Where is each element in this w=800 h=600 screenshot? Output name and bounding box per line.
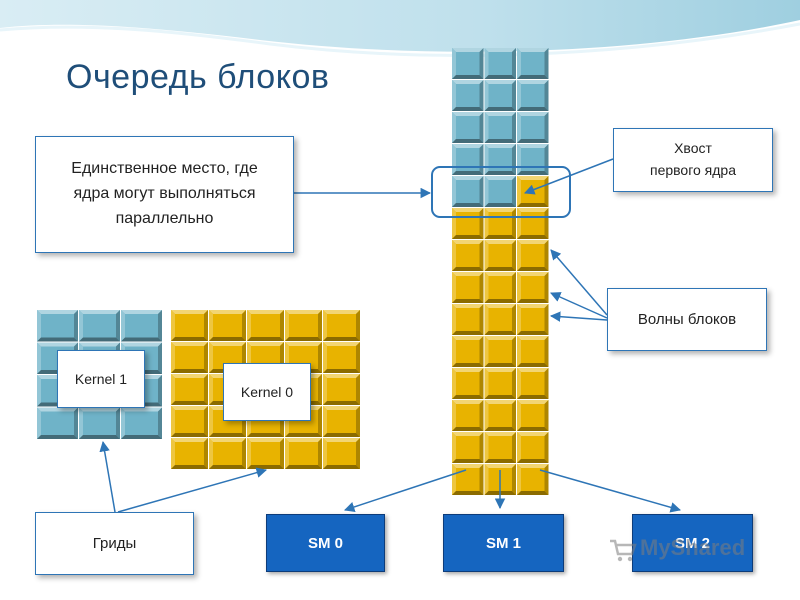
- queue-block-yellow: [517, 272, 549, 303]
- parallel-region-highlight: [431, 166, 571, 218]
- queue-block-yellow: [452, 464, 484, 495]
- kernel0-label: Kernel 0: [223, 363, 311, 421]
- queue-block-yellow: [517, 432, 549, 463]
- queue-block-yellow: [452, 208, 484, 239]
- kernel0-block: [323, 438, 360, 469]
- queue-block-yellow: [517, 240, 549, 271]
- kernel1-block: [121, 310, 162, 342]
- kernel1-block: [37, 310, 78, 342]
- kernel1-label: Kernel 1: [57, 350, 145, 408]
- queue-block-blue: [452, 176, 484, 207]
- queue-block-yellow: [452, 400, 484, 431]
- callout-tail-line-2: первого ядра: [649, 162, 737, 178]
- queue-block-blue: [484, 80, 516, 111]
- kernel1-block: [37, 407, 78, 439]
- queue-block-blue: [517, 80, 549, 111]
- kernel0-block: [247, 438, 284, 469]
- queue-block-yellow: [452, 368, 484, 399]
- kernel1-block: [79, 310, 120, 342]
- queue-block-yellow: [484, 432, 516, 463]
- arrow-waves-1: [550, 249, 608, 316]
- kernel0-block: [171, 406, 208, 437]
- queue-block-yellow: [484, 368, 516, 399]
- watermark-cart-icon: [610, 539, 637, 562]
- callout-parallel-execution: Единственное место, где ядра могут выпол…: [35, 136, 294, 253]
- queue-block-blue: [452, 48, 484, 79]
- kernel0-block: [323, 310, 360, 341]
- arrow-waves-3: [549, 311, 608, 322]
- queue-block-yellow: [517, 400, 549, 431]
- queue-block-yellow: [452, 272, 484, 303]
- kernel1-block: [121, 407, 162, 439]
- sm-0-box: SM 0: [266, 514, 385, 572]
- kernel0-block: [323, 342, 360, 373]
- arrow-queue-to-sm2: [539, 469, 682, 513]
- queue-block-yellow: [517, 176, 549, 207]
- queue-block-yellow: [484, 272, 516, 303]
- kernel0-block: [171, 374, 208, 405]
- kernel0-block: [247, 310, 284, 341]
- queue-block-blue: [452, 144, 484, 175]
- connector-arrows: [99, 158, 682, 513]
- queue-block-blue: [517, 144, 549, 175]
- queue-block-blue: [452, 112, 484, 143]
- kernel1-block: [79, 407, 120, 439]
- queue-block-blue: [484, 176, 516, 207]
- queue-block-yellow: [452, 304, 484, 335]
- callout-parallel-line-3: параллельно: [115, 209, 214, 227]
- watermark-text: MyShared: [640, 535, 746, 560]
- arrow-waves-2: [550, 292, 608, 319]
- queue-block-yellow: [484, 304, 516, 335]
- callout-grids: Гриды: [35, 512, 194, 575]
- callout-parallel-line-1: Единственное место, где: [71, 160, 258, 178]
- sm-2-box: SM 2: [632, 514, 753, 572]
- kernel0-block: [209, 310, 246, 341]
- arrow-queue-to-sm0: [344, 469, 467, 513]
- queue-block-blue: [452, 80, 484, 111]
- callout-parallel-line-2: ядра могут выполняться: [73, 185, 256, 203]
- kernel0-block: [171, 310, 208, 341]
- queue-block-yellow: [517, 208, 549, 239]
- queue-block-blue: [484, 112, 516, 143]
- queue-block-blue: [484, 144, 516, 175]
- arrow-tail-to-block: [524, 158, 614, 195]
- queue-block-yellow: [484, 240, 516, 271]
- kernel0-block: [171, 342, 208, 373]
- queue-block-blue: [517, 48, 549, 79]
- arrow-grids-to-kernel0: [117, 467, 268, 513]
- queue-block-yellow: [517, 368, 549, 399]
- callout-tail-line-1: Хвост: [674, 140, 712, 157]
- queue-block-yellow: [517, 336, 549, 367]
- queue-block-yellow: [452, 240, 484, 271]
- header-wave-decoration: [0, 0, 800, 57]
- kernel0-block: [323, 406, 360, 437]
- kernel0-block: [171, 438, 208, 469]
- kernel0-block: [323, 374, 360, 405]
- queue-block-yellow: [517, 464, 549, 495]
- block-queue-column: [452, 48, 549, 495]
- kernel0-block: [285, 438, 322, 469]
- kernel0-block: [209, 438, 246, 469]
- callout-kernel-tail: Хвост первого ядра: [613, 128, 773, 192]
- queue-block-yellow: [517, 304, 549, 335]
- arrow-grids-to-kernel1: [99, 440, 116, 513]
- queue-block-yellow: [484, 336, 516, 367]
- sm-1-box: SM 1: [443, 514, 564, 572]
- queue-block-blue: [517, 112, 549, 143]
- queue-block-blue: [484, 48, 516, 79]
- page-title: Очередь блоков: [66, 58, 330, 96]
- queue-block-yellow: [484, 208, 516, 239]
- queue-block-yellow: [452, 336, 484, 367]
- kernel0-block: [285, 310, 322, 341]
- queue-block-yellow: [452, 432, 484, 463]
- callout-block-waves: Волны блоков: [607, 288, 767, 351]
- queue-block-yellow: [484, 400, 516, 431]
